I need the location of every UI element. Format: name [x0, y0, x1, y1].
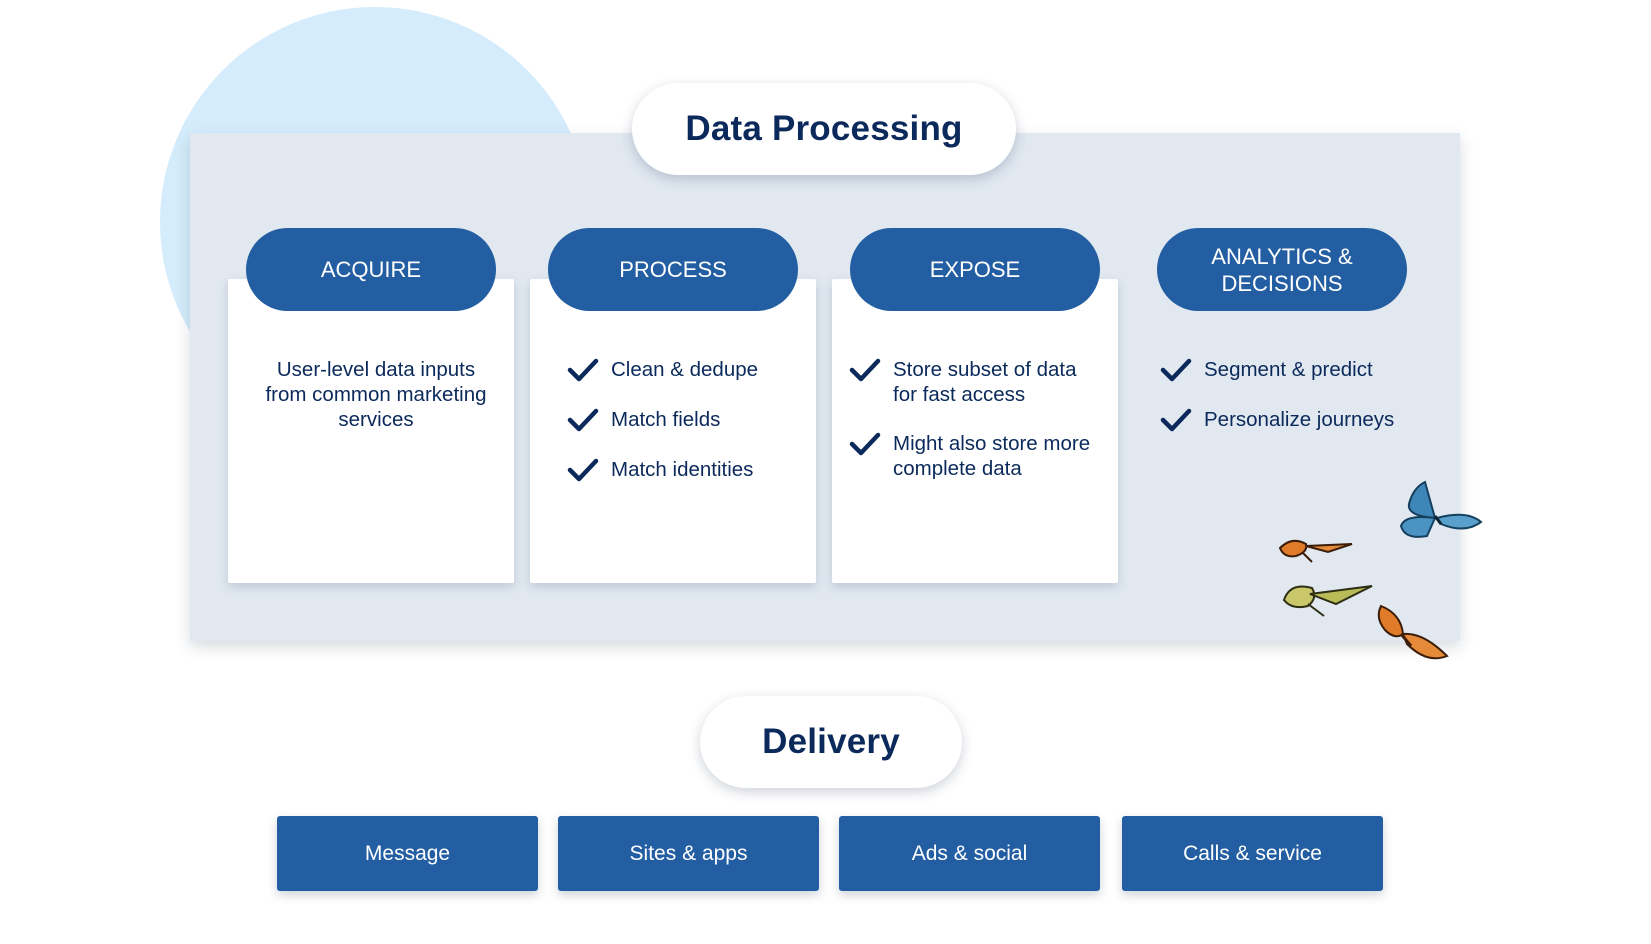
- process-checklist: Clean & dedupe Match fields Match identi…: [567, 357, 817, 483]
- list-item: Clean & dedupe: [567, 357, 817, 383]
- list-item: Match identities: [567, 457, 817, 483]
- delivery-ads-social: Ads & social: [839, 816, 1100, 891]
- acquire-description: User-level data inputs from common marke…: [265, 358, 487, 431]
- delivery-sites-apps: Sites & apps: [558, 816, 819, 891]
- delivery-title: Delivery: [700, 696, 962, 788]
- analytics-checklist: Segment & predict Personalize journeys: [1160, 357, 1420, 433]
- monarch-butterfly-icon: [1278, 539, 1353, 563]
- list-item-text: Might also store more complete data: [893, 432, 1091, 480]
- check-icon: [567, 457, 599, 483]
- check-icon: [567, 407, 599, 433]
- list-item: Might also store more complete data: [849, 431, 1109, 481]
- list-item-text: Clean & dedupe: [611, 358, 759, 381]
- acquire-card: [228, 279, 514, 583]
- list-item: Match fields: [567, 407, 817, 433]
- stage-analytics-label: ANALYTICS & DECISIONS: [1211, 243, 1353, 296]
- stage-process: PROCESS: [548, 228, 798, 311]
- blue-butterfly-icon: [1399, 480, 1483, 538]
- check-icon: [849, 357, 881, 383]
- delivery-calls-service: Calls & service: [1122, 816, 1383, 891]
- list-item: Store subset of data for fast access: [849, 357, 1109, 407]
- expose-checklist: Store subset of data for fast access Mig…: [849, 357, 1109, 481]
- list-item-text: Match identities: [611, 458, 754, 481]
- check-icon: [1160, 357, 1192, 383]
- process-card: [530, 279, 816, 583]
- stage-acquire: ACQUIRE: [246, 228, 496, 311]
- check-icon: [849, 431, 881, 457]
- list-item-text: Segment & predict: [1204, 358, 1373, 381]
- check-icon: [567, 357, 599, 383]
- stage-analytics-decisions: ANALYTICS & DECISIONS: [1157, 228, 1407, 311]
- check-icon: [1160, 407, 1192, 433]
- delivery-message: Message: [277, 816, 538, 891]
- list-item-text: Personalize journeys: [1204, 408, 1395, 431]
- list-item: Segment & predict: [1160, 357, 1420, 383]
- list-item-text: Match fields: [611, 408, 721, 431]
- monarch-butterfly-icon: [1377, 604, 1449, 660]
- swallowtail-butterfly-icon: [1282, 585, 1373, 617]
- list-item-text: Store subset of data for fast access: [893, 358, 1077, 406]
- stage-expose: EXPOSE: [850, 228, 1100, 311]
- expose-card: [832, 279, 1118, 583]
- list-item: Personalize journeys: [1160, 407, 1420, 433]
- data-processing-title: Data Processing: [632, 83, 1016, 175]
